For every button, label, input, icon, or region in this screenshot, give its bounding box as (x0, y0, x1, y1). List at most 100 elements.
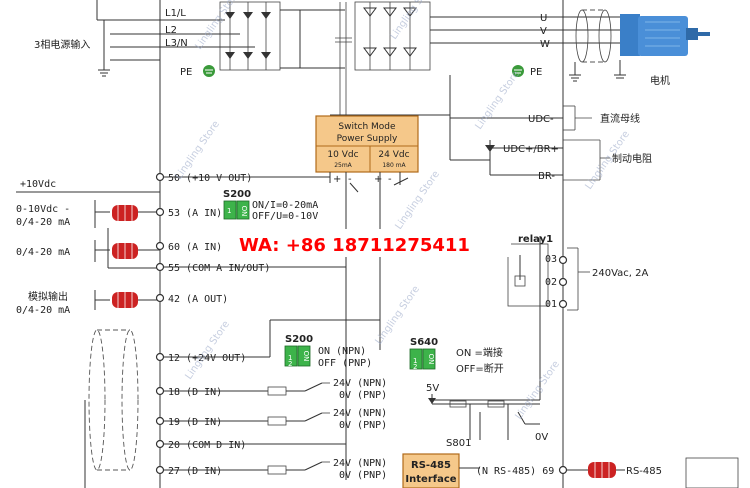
switch-s200-digital: S200 ON 1 2 ON (NPN) OFF (PNP) (284, 334, 372, 369)
s200-b-pos2: 2 (288, 360, 292, 368)
rectifier-bridge (219, 1, 345, 71)
relay1-contact-box (507, 243, 549, 307)
udc-minus-label: UDC- (528, 114, 554, 125)
connector-aout42 (112, 292, 138, 308)
rs485-box-label2: Interface (405, 474, 456, 485)
s640-name: S640 (410, 337, 438, 348)
din19-0v: 0V (PNP) (339, 420, 387, 431)
terminal-02[interactable] (558, 277, 568, 287)
analog-io-labels: +10Vdc 0-10Vdc - 0/4-20 mA 0/4-20 mA 模拟输… (16, 179, 160, 316)
switch-mode-power-supply: Switch Mode Power Supply 10 Vdc 25mA 24 … (315, 115, 419, 480)
mains-ground-icon (203, 65, 215, 77)
motor-v-label: V (540, 26, 547, 37)
psu-24v-current: 180 mA (382, 162, 406, 169)
terminal-53-label: 53 (A IN) (168, 208, 222, 219)
s640-desc1: ON =端接 (456, 346, 503, 359)
terminal-block: 50 (+10 V OUT) 53 (A IN) 60 (A IN) 55 (C… (155, 172, 270, 477)
s200-b-switch-2[interactable] (297, 345, 311, 367)
contact-banner-text: WA: +86 18711275411 (239, 235, 470, 256)
psu-10v-label: 10 Vdc (327, 150, 358, 160)
s200-a-on-label: ON (240, 206, 248, 217)
terminal-60[interactable] (155, 241, 165, 251)
terminal-19[interactable] (155, 416, 165, 426)
s200-a-name: S200 (223, 189, 251, 200)
terminal-60-label: 60 (A IN) (168, 242, 222, 253)
terminal-50[interactable] (155, 172, 165, 182)
motor-pe-label: PE (530, 67, 542, 78)
motor-u-label: U (540, 13, 547, 24)
s200-a-desc2: OFF/U=0-10V (252, 211, 318, 222)
s200-a-switch-2[interactable] (236, 200, 250, 220)
terminal-42[interactable] (155, 293, 165, 303)
terminal-01[interactable] (558, 299, 568, 309)
rs485-device-box (685, 457, 739, 488)
rs485-external-label: RS-485 (626, 466, 662, 477)
terminal-42-label: 42 (A OUT) (168, 294, 228, 305)
s640-switch-1[interactable] (409, 348, 423, 370)
internal-wiring (164, 176, 541, 475)
s801-label: S801 (446, 438, 471, 449)
mains-l2-label: L2 (165, 25, 177, 36)
terminal-20[interactable] (155, 439, 165, 449)
relay1-rating: 240Vac, 2A (592, 268, 648, 279)
connector-rs485 (588, 462, 616, 478)
din19-24v: 24V (NPN) (333, 408, 387, 419)
rs485-terminal-label: (N RS-485) 69 (476, 466, 554, 477)
relay1-01: 01 (545, 299, 557, 310)
terminal-20-label: 20 (COM D IN) (168, 440, 246, 451)
terminal-27[interactable] (155, 465, 165, 475)
s200-b-switch-1[interactable] (284, 345, 298, 367)
udc-plus-br-label: UDC+/BR+ (503, 144, 559, 155)
psu-title-line2: Power Supply (337, 134, 398, 144)
din18-24v: 24V (NPN) (333, 378, 387, 389)
s200-b-pos1: 1 (288, 354, 292, 362)
ain60-range-label: 0/4-20 mA (16, 247, 70, 258)
relay1-section: relay1 03 02 01 240Vac, 2A (507, 234, 648, 311)
rs485-section: 5V 0V S801 RS-485 Interface (N RS-485) 6… (402, 383, 739, 488)
ain53-range2-label: 0/4-20 mA (16, 217, 70, 228)
watermark-3: Lingling Store (473, 69, 522, 132)
motor-w-label: W (540, 39, 550, 50)
terminal-12-label: 12 (+24V OUT) (168, 353, 246, 364)
s200-b-name: S200 (285, 334, 313, 345)
s640-pos2: 2 (413, 363, 417, 371)
terminal-18-label: 18 (D IN) (168, 387, 222, 398)
relay1-02: 02 (545, 277, 557, 288)
mains-l3-label: L3/N (165, 38, 188, 49)
relay1-name: relay1 (518, 234, 553, 245)
s640-desc2: OFF=断开 (456, 362, 504, 375)
p10vdc-label: +10Vdc (20, 179, 56, 190)
s200-a-pos-label: 1 (227, 207, 231, 215)
aout-range-label: 0/4-20 mA (16, 305, 70, 316)
motor-output: U V W PE 电机 (512, 9, 710, 87)
terminal-50-label: 50 (+10 V OUT) (168, 173, 252, 184)
br-minus-label: BR- (538, 171, 555, 182)
psu-minus2-label: - (388, 174, 392, 185)
s200-a-switch-1[interactable] (223, 200, 237, 220)
psu-title-line1: Switch Mode (338, 122, 396, 132)
psu-10v-current: 25mA (334, 162, 352, 169)
watermark-6: Lingling Store (183, 319, 232, 382)
terminal-03[interactable] (558, 255, 568, 265)
din18-0v: 0V (PNP) (339, 390, 387, 401)
terminal-53[interactable] (155, 207, 165, 217)
rs485-0v-label: 0V (535, 432, 548, 443)
motor-ground-icon (512, 65, 524, 77)
psu-minus-label: - (348, 174, 352, 185)
connector-ain60 (112, 243, 138, 259)
terminal-69[interactable] (558, 465, 568, 475)
ain53-range1-label: 0-10Vdc - (16, 204, 70, 215)
terminal-55[interactable] (155, 262, 165, 272)
s200-b-on-label: ON (302, 351, 310, 362)
terminal-12[interactable] (155, 352, 165, 362)
watermark-8: Lingling Store (513, 359, 562, 422)
din27-24v: 24V (NPN) (333, 458, 387, 469)
psu-plus2-label: + (374, 174, 382, 185)
terminal-18[interactable] (155, 386, 165, 396)
connector-ain53 (112, 205, 138, 221)
contact-banner-bg (233, 229, 511, 257)
s640-switch-2[interactable] (422, 348, 436, 370)
brake-resistor-label: 制动电阻 (612, 152, 652, 165)
rs485-5v-label: 5V (426, 383, 439, 394)
